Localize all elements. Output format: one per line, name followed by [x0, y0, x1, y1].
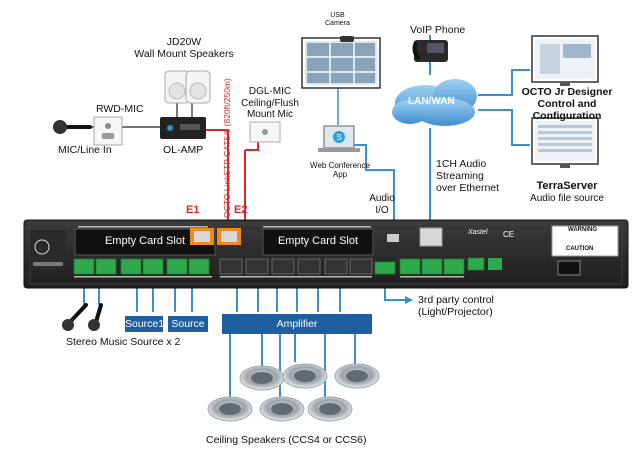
usb-camera-icon: [340, 36, 354, 42]
panel-print: [74, 226, 464, 278]
voip-phone-icon: [412, 40, 448, 62]
ol-amp-icon: [160, 117, 206, 139]
wires-to-speakers: [229, 334, 356, 402]
amplifier-box: Amplifier: [222, 314, 372, 334]
terraserver-monitor-icon: [531, 117, 599, 168]
terraserver-sub-label: Audio file source: [530, 193, 604, 204]
ceiling-speakers-icon: [207, 363, 380, 422]
lan-wan-label: LAN/WAN: [408, 96, 455, 107]
ol-amp-label: OL-AMP: [163, 144, 204, 156]
empty-card-slot-right: Empty Card Slot: [277, 235, 359, 247]
wire-designer: [478, 69, 530, 96]
usb-camera-label: USB Camera: [325, 12, 350, 28]
dgl-mic-icon: [249, 121, 281, 143]
web-conference-label: Web Conference App: [310, 161, 370, 180]
skype-icon: [333, 131, 345, 143]
skype-glyph: S: [336, 133, 341, 142]
arrow-3rd-party: [405, 296, 413, 304]
caution-title: CAUTION: [566, 246, 594, 252]
control-terminals: [374, 257, 485, 275]
rwd-mic-plate-icon: [93, 116, 123, 146]
stereo-source-label: Stereo Music Source x 2: [66, 336, 181, 348]
source1-box: Source1: [125, 316, 165, 332]
audio-streaming-label: 1CH Audio Streaming over Ethernet: [436, 158, 500, 195]
laptop-icon: S: [318, 125, 360, 152]
power-terminal: [488, 258, 502, 270]
wire-usb: [352, 144, 395, 232]
jd20w-label: JD20W Wall Mount Speakers: [134, 36, 234, 61]
cable-note: OCTO LinkSTP CAT5/6 (820ft/250m): [222, 78, 232, 218]
brand-logo: Xastel: [468, 229, 488, 236]
output-terminals: [219, 258, 373, 275]
empty-card-slot-left: Empty Card Slot: [104, 235, 186, 247]
e2-label: E2: [234, 204, 248, 216]
input-terminals-left: [73, 258, 210, 275]
microphone-icon: [53, 120, 92, 134]
mic-line-in-label: MIC/Line In: [58, 144, 112, 156]
ethernet-port: [419, 227, 443, 247]
dgl-mic-label: DGL-MIC Ceiling/Flush Mount Mic: [241, 86, 299, 120]
third-party-control-label: 3rd party control (Light/Projector): [418, 294, 494, 319]
terraserver-label: TerraServer: [536, 180, 598, 192]
warning-title: WARNING: [568, 227, 597, 233]
ce-mark: CE: [503, 230, 515, 239]
audio-io-label: Audio I/O: [369, 193, 395, 216]
warning-label: [551, 225, 619, 257]
wire-terraserver: [478, 109, 530, 146]
stereo-mics-icon: [62, 303, 103, 331]
source2-box: Source 2: [168, 316, 208, 346]
octo-device: [23, 219, 629, 289]
lan-wan-cloud-icon: [392, 79, 477, 126]
cable-mic-link: [245, 140, 259, 151]
power-socket: [557, 260, 581, 276]
ceiling-speakers-label: Ceiling Speakers (CCS4 or CCS6): [206, 434, 367, 446]
video-conference-screen: [301, 36, 381, 89]
designer-monitor-icon: [531, 35, 599, 86]
octo-jr-designer-label: OCTO Jr Designer Control and Configurati…: [521, 86, 613, 123]
usb-port: [387, 234, 399, 242]
wall-speakers-icon: [164, 70, 211, 104]
rwd-mic-label: RWD-MIC: [96, 103, 144, 115]
voip-phone-label: VoIP Phone: [410, 24, 466, 36]
e1-label: E1: [186, 204, 200, 216]
